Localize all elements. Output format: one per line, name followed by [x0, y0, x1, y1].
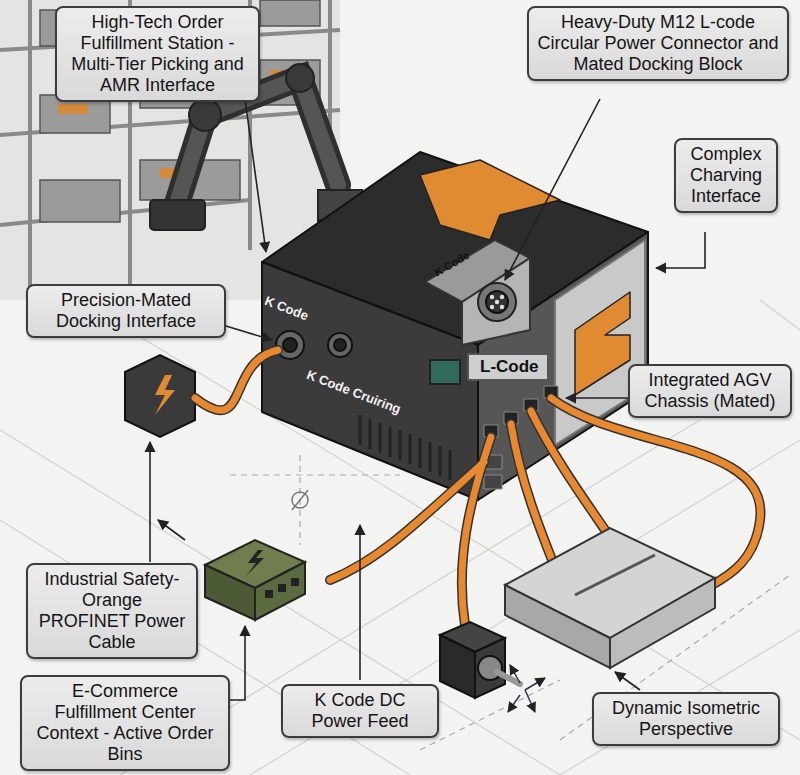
vents [360, 415, 450, 480]
callout-text: Dynamic Isometric Perspective [602, 698, 770, 740]
callout-box: Complex Charving Interface [674, 138, 778, 213]
callout-box: E-Commerce Fulfillment Center Context - … [20, 675, 230, 771]
callout-box: Integrated AGV Chassis (Mated) [628, 364, 792, 418]
callout-box: Dynamic Isometric Perspective [592, 692, 780, 746]
callout-text: Industrial Safety-Orange PROFINET Power … [36, 569, 188, 653]
callout-text: Integrated AGV Chassis (Mated) [638, 370, 782, 412]
part-label: L-Code [480, 357, 539, 377]
callout-text: Precision-Mated Docking Interface [36, 290, 216, 332]
callout-box: K Code DC Power Feed [281, 684, 439, 738]
callout-box: High-Tech Order Fulfillment Station - Mu… [55, 6, 260, 102]
servo-motor [440, 622, 545, 712]
callout-box: Precision-Mated Docking Interface [26, 284, 226, 338]
callout-text: High-Tech Order Fulfillment Station - Mu… [65, 12, 250, 96]
callout-text: Heavy-Duty M12 L-code Circular Power Con… [537, 12, 779, 75]
callout-box: Heavy-Duty M12 L-code Circular Power Con… [527, 6, 789, 81]
charging-plug [125, 355, 195, 437]
callout-text: K Code DC Power Feed [291, 690, 429, 732]
callout-box: Industrial Safety-Orange PROFINET Power … [26, 563, 198, 659]
junction-box [505, 528, 715, 668]
dimension-lines [230, 455, 790, 750]
callout-text: E-Commerce Fulfillment Center Context - … [30, 681, 220, 765]
axis-symbol [292, 490, 308, 510]
leader-lines [150, 99, 705, 700]
callout-text: Complex Charving Interface [684, 144, 768, 207]
power-supply [205, 540, 305, 620]
agv-chassis [262, 152, 648, 500]
